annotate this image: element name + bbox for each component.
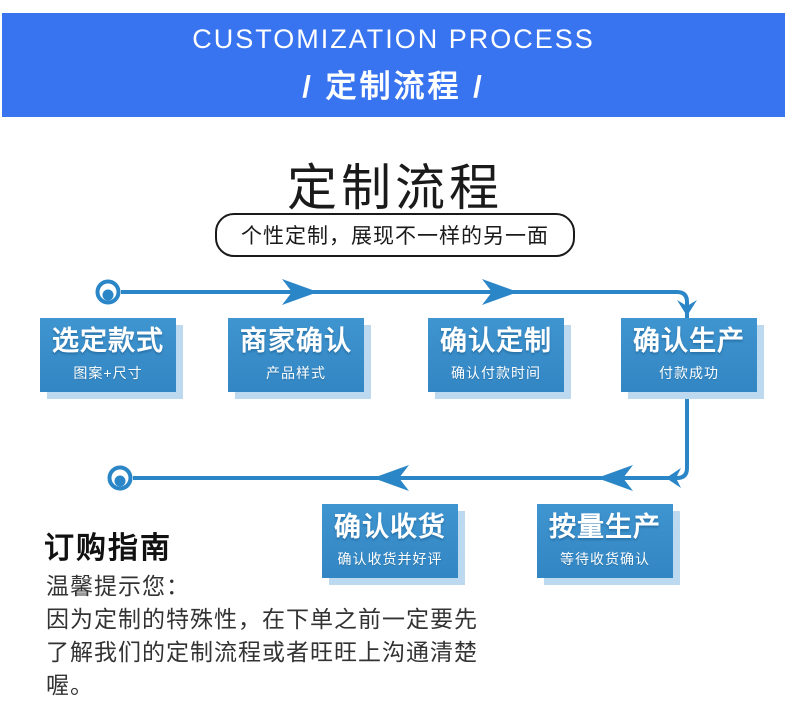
guide-text: 温馨提示您： 因为定制的特殊性，在下单之前一定要先 了解我们的定制流程或者旺旺上… [46, 570, 486, 702]
flow-step-title: 确认定制 [440, 326, 552, 357]
guide-line: 温馨提示您： [46, 573, 190, 599]
guide-line: 因为定制的特殊性，在下单之前一定要先 [46, 606, 478, 632]
page-title: 定制流程 [287, 160, 503, 216]
flow-step-title: 确认生产 [633, 326, 745, 357]
start-node-dot-icon [102, 289, 114, 301]
guide-heading: 订购指南 [44, 532, 172, 565]
arrow-right-icon [282, 279, 318, 305]
end-node-dot-icon [114, 475, 126, 487]
guide-line: 喔。 [46, 672, 94, 698]
banner-title-zh: / 定制流程 / [302, 69, 485, 105]
flow-step-confirm-production: 确认生产 付款成功 [621, 318, 757, 392]
flow-step-title: 按量生产 [549, 512, 661, 543]
flow-step-confirm-receipt: 确认收货 确认收货并好评 [322, 504, 458, 578]
arrow-left-icon [597, 465, 633, 491]
flow-step-title: 选定款式 [52, 326, 164, 357]
arrow-left-icon [373, 465, 409, 491]
subtitle-pill: 个性定制，展现不一样的另一面 [215, 213, 575, 257]
flow-step-subtitle: 确认收货并好评 [337, 550, 443, 567]
banner-title-en: CUSTOMIZATION PROCESS [192, 23, 595, 54]
flow-step-confirm-customization: 确认定制 确认付款时间 [428, 318, 564, 392]
flow-step-subtitle: 产品样式 [266, 364, 326, 381]
flow-step-subtitle: 付款成功 [659, 364, 719, 381]
arrow-right-icon [482, 279, 518, 305]
flow-step-batch-production: 按量生产 等待收货确认 [537, 504, 673, 578]
flow-line [121, 290, 689, 480]
flow-step-select-style: 选定款式 图案+尺寸 [40, 318, 176, 392]
flow-step-subtitle: 图案+尺寸 [73, 364, 143, 381]
flow-step-seller-confirm: 商家确认 产品样式 [228, 318, 364, 392]
flow-step-subtitle: 确认付款时间 [451, 364, 541, 381]
flow-step-title: 商家确认 [240, 326, 352, 357]
arrow-left-icon [666, 468, 681, 488]
flow-step-title: 确认收货 [334, 512, 446, 543]
flow-step-subtitle: 等待收货确认 [560, 550, 650, 567]
flow-diagram: 选定款式 图案+尺寸 商家确认 产品样式 确认定制 确认付款时间 确认生产 付款… [0, 260, 790, 590]
arrow-down-icon [677, 300, 697, 316]
banner: CUSTOMIZATION PROCESS / 定制流程 / [2, 13, 785, 117]
guide-line: 了解我们的定制流程或者旺旺上沟通清楚 [46, 639, 478, 665]
